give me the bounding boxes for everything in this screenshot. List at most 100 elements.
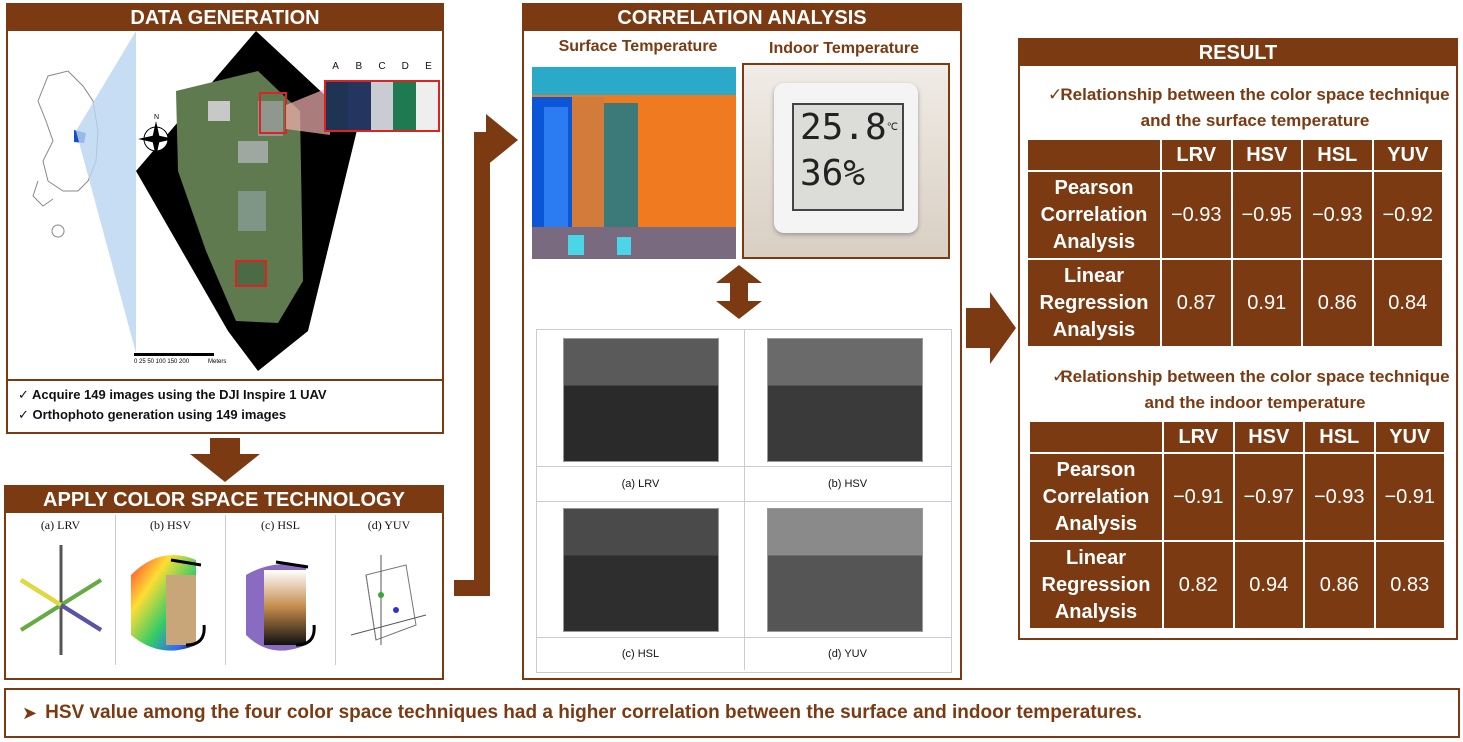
arrow-bullet-icon: ➤ — [22, 702, 38, 723]
result-panel: RESULT ✓ Relationship between the color … — [1018, 38, 1458, 640]
table2-cell: 0.86 — [1303, 540, 1376, 630]
table1-cell: 0.87 — [1160, 258, 1233, 348]
table2-cell: 0.82 — [1162, 540, 1235, 630]
grid-label-hsl: (c) HSL — [621, 648, 660, 660]
table1-cell: −0.92 — [1371, 170, 1444, 260]
bullet-2: Orthophoto generation using 149 images — [18, 405, 432, 425]
yuv-cube-figure — [350, 555, 427, 645]
table2-cell: −0.97 — [1232, 452, 1305, 542]
thermal-image — [532, 67, 736, 259]
svg-text:S: S — [154, 160, 159, 167]
data-generation-title: DATA GENERATION — [8, 5, 442, 31]
hsl-grayscale-image — [563, 508, 719, 632]
table2-col-hsv: HSV — [1232, 420, 1305, 454]
scale-bar: 0 25 50 100 150 200 Meters — [134, 353, 226, 365]
cs-label-hsv: (b) HSV — [150, 518, 191, 532]
yuv-diagram: (d) YUV — [336, 515, 442, 665]
orthophoto-figure: N S 0 25 50 100 150 200 Meters — [32, 31, 358, 371]
apply-color-space-panel: APPLY COLOR SPACE TECHNOLOGY (a) LRV (b)… — [4, 485, 444, 680]
swatch-c — [370, 82, 394, 130]
data-generation-bullets: Acquire 149 images using the DJI Inspire… — [8, 379, 442, 429]
table2-cell: −0.91 — [1162, 452, 1235, 542]
cs-label-lrv: (a) LRV — [40, 518, 81, 532]
apply-title: APPLY COLOR SPACE TECHNOLOGY — [6, 487, 442, 513]
data-generation-panel: DATA GENERATION N S 0 25 — [6, 3, 444, 434]
cs-label-yuv: (d) YUV — [367, 518, 411, 532]
result-section2-title: ✓ Relationship between the color space t… — [1052, 367, 1450, 412]
result-section1-title: ✓ Relationship between the color space t… — [1048, 85, 1450, 130]
thermo-humidity: 36% — [800, 153, 866, 194]
swatch-a — [326, 82, 349, 130]
lrv-grayscale-image — [563, 338, 719, 462]
table1-cell: −0.93 — [1160, 170, 1233, 260]
correlation-title: CORRELATION ANALYSIS — [524, 5, 960, 31]
surface-temp-label: Surface Temperature — [558, 38, 718, 55]
thermometer-photo: 25.8℃ 36% — [742, 63, 950, 259]
result-title: RESULT — [1020, 40, 1456, 66]
table1-cell: −0.95 — [1230, 170, 1303, 260]
zoom-cone — [76, 31, 136, 353]
swatch-b — [348, 82, 371, 130]
hsv-grayscale-image — [767, 338, 923, 462]
conclusion-box: ➤ HSV value among the four color space t… — [4, 688, 1460, 738]
indoor-temp-label: Indoor Temperature — [769, 40, 919, 57]
conclusion-text: HSV value among the four color space tec… — [45, 702, 1143, 723]
table2-cell: 0.83 — [1373, 540, 1446, 630]
swatch-label-c: C — [378, 61, 386, 72]
bullet-1: Acquire 149 images using the DJI Inspire… — [18, 385, 432, 405]
table2-cell: −0.91 — [1373, 452, 1446, 542]
compass-icon: N S — [138, 114, 174, 167]
table2-col-lrv: LRV — [1162, 420, 1235, 454]
table1-cell: 0.91 — [1230, 258, 1303, 348]
scale-text: 0 25 50 100 150 200 — [134, 359, 190, 365]
color-swatches: A B C D E — [324, 61, 440, 137]
table2-row-pearson: Pearson Correlation Analysis — [1028, 452, 1164, 542]
table1-corner — [1026, 138, 1162, 172]
thermo-temp: 25.8 — [800, 107, 887, 148]
grid-label-lrv: (a) LRV — [621, 478, 660, 490]
korea-map — [32, 70, 99, 238]
hsv-diagram: (b) HSV — [116, 515, 226, 665]
table2-corner — [1028, 420, 1164, 454]
down-arrow-icon — [190, 438, 260, 482]
table1-col-hsv: HSV — [1230, 138, 1303, 172]
elbow-arrow-icon — [454, 114, 518, 596]
lrv-axes-figure — [19, 545, 103, 655]
table1-cell: −0.93 — [1301, 170, 1374, 260]
hsl-diagram: (c) HSL — [226, 515, 336, 665]
table2-col-hsl: HSL — [1303, 420, 1376, 454]
color-space-grid: (a) LRV (b) HSV (c) HSL (d) YUV — [536, 329, 952, 673]
table2-cell: −0.93 — [1303, 452, 1376, 542]
swatch-e — [415, 82, 439, 130]
table1-col-lrv: LRV — [1160, 138, 1233, 172]
double-arrow-icon — [716, 265, 762, 319]
hsv-cylinder-figure — [131, 555, 206, 651]
table1-cell: 0.86 — [1301, 258, 1374, 348]
swatch-label-b: B — [355, 61, 363, 72]
right-arrow-icon — [966, 292, 1016, 364]
cs-label-hsl: (c) HSL — [261, 518, 300, 532]
correlation-panel: CORRELATION ANALYSIS Surface Temperature… — [522, 3, 962, 680]
table1-row-pearson: Pearson Correlation Analysis — [1026, 170, 1162, 260]
table1-col-hsl: HSL — [1301, 138, 1374, 172]
table2-col-yuv: YUV — [1373, 420, 1446, 454]
svg-text:N: N — [154, 114, 159, 121]
yuv-grayscale-image — [767, 508, 923, 632]
result-table-surface: LRV HSV HSL YUV Pearson Correlation Anal… — [1026, 138, 1444, 348]
lrv-diagram: (a) LRV — [6, 515, 116, 665]
table1-cell: 0.84 — [1371, 258, 1444, 348]
hsl-cylinder-figure — [246, 560, 316, 651]
thermo-unit: ℃ — [886, 122, 898, 133]
swatch-label-a: A — [332, 61, 339, 72]
table2-cell: 0.94 — [1232, 540, 1305, 630]
grid-label-yuv: (d) YUV — [828, 648, 867, 660]
swatch-label-e: E — [425, 61, 432, 72]
grid-label-hsv: (b) HSV — [827, 478, 868, 490]
table2-row-linear: Linear Regression Analysis — [1028, 540, 1164, 630]
scale-unit: Meters — [208, 359, 226, 365]
swatch-label-d: D — [401, 61, 409, 72]
table1-row-linear: Linear Regression Analysis — [1026, 258, 1162, 348]
swatch-d — [393, 82, 416, 130]
table1-col-yuv: YUV — [1371, 138, 1444, 172]
result-table-indoor: LRV HSV HSL YUV Pearson Correlation Anal… — [1028, 420, 1446, 630]
